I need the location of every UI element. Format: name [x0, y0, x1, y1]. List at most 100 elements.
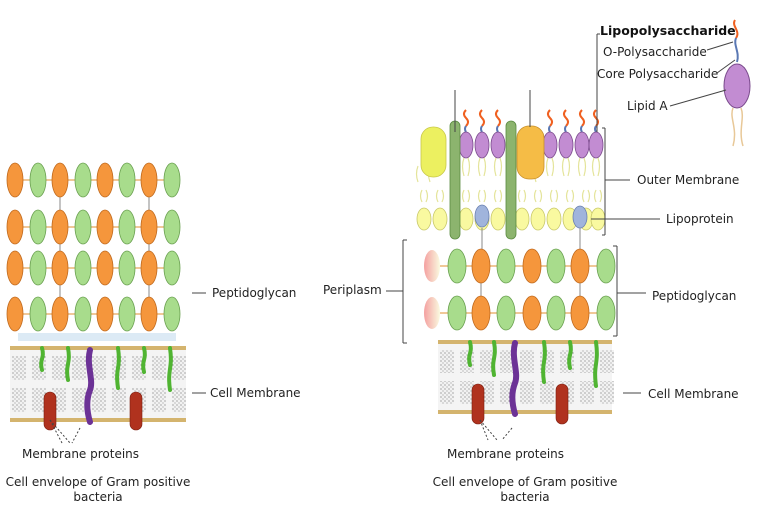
- right-membrane-proteins-label: Membrane proteins: [447, 447, 564, 461]
- left-membrane-bilayer: [10, 346, 186, 422]
- lipid-tail-block: [32, 388, 46, 412]
- nam-sugar: [6, 296, 24, 332]
- inner-leaflet-tail: [461, 189, 471, 203]
- inner-leaflet-head: [458, 207, 474, 231]
- nag-sugar: [74, 250, 92, 286]
- nam-sugar: [6, 250, 24, 286]
- nag-sugar: [596, 295, 616, 331]
- inner-leaflet-head: [530, 207, 546, 231]
- lps-callout-core-chain: [734, 37, 739, 63]
- lps-callout-lipid-a: [723, 63, 751, 109]
- lipid-tail-block: [12, 356, 26, 380]
- inner-leaflet-tail: [477, 189, 487, 203]
- left-panel: Peptidoglycan Cell Membrane Membrane pro…: [6, 162, 301, 504]
- inner-leaflet-tail: [419, 189, 429, 203]
- inner-leaflet-tail: [493, 189, 503, 203]
- lipid-tail-block: [172, 388, 186, 412]
- red-membrane-protein: [555, 383, 569, 425]
- nag-sugar: [496, 295, 516, 331]
- lipid-a-label: Lipid A: [627, 99, 668, 113]
- lps-core-chain: [580, 125, 583, 133]
- nag-sugar: [447, 248, 467, 284]
- nag-sugar: [546, 248, 566, 284]
- left-caption-line1: Cell envelope of Gram positive: [6, 475, 191, 489]
- yellow-membrane-protein: [420, 126, 447, 178]
- green-membrane-protein: [65, 346, 71, 382]
- nam-sugar: [96, 296, 114, 332]
- inner-leaflet-head: [514, 207, 530, 231]
- lipid-tail-block: [580, 381, 594, 404]
- right-membrane-bilayer: [438, 340, 614, 414]
- purple-membrane-protein: [509, 340, 520, 417]
- lps-tail: [591, 157, 601, 177]
- left-cell-membrane: [10, 346, 186, 431]
- nam-sugar: [6, 162, 24, 198]
- right-cell-membrane: [438, 340, 614, 425]
- nam-sugar: [471, 248, 491, 284]
- lipid-tail-block: [172, 356, 186, 380]
- periplasmic-protein: [424, 297, 440, 329]
- nam-sugar: [140, 209, 158, 245]
- core-polysaccharide-label: Core Polysaccharide: [597, 67, 718, 81]
- nag-sugar: [163, 209, 181, 245]
- inner-leaflet-head: [416, 207, 432, 231]
- right-caption-line1: Cell envelope of Gram positive: [433, 475, 618, 489]
- membrane-bottom-edge: [10, 418, 186, 422]
- lps-callout-tail-1: [731, 107, 736, 147]
- lps-callout-o-chain: [733, 19, 739, 39]
- lipoprotein: [572, 205, 588, 229]
- lps-o-chain: [547, 109, 553, 127]
- lps-tail: [577, 157, 587, 177]
- nam-sugar: [140, 296, 158, 332]
- lipid-tail-block: [480, 350, 494, 373]
- lps-tail: [493, 157, 503, 177]
- lps-core-chain: [464, 125, 467, 133]
- nag-sugar: [29, 250, 47, 286]
- membrane-top-edge: [10, 346, 186, 350]
- lps-core-chain: [496, 125, 499, 133]
- nag-sugar: [163, 250, 181, 286]
- lps-core-chain: [564, 125, 567, 133]
- lps-core-chain: [548, 125, 551, 133]
- left-peptidoglycan-base: [18, 333, 176, 341]
- nag-sugar: [496, 248, 516, 284]
- inner-leaflet-tail: [565, 189, 575, 203]
- inner-leaflet-tail: [581, 189, 591, 203]
- lipoprotein-label: Lipoprotein: [666, 212, 734, 226]
- lipoprotein: [474, 204, 490, 228]
- nam-sugar: [51, 209, 69, 245]
- lipid-tail-block: [152, 388, 166, 412]
- lps-lipid-a: [558, 131, 574, 159]
- red-membrane-protein: [129, 391, 143, 431]
- nam-sugar: [471, 295, 491, 331]
- nam-sugar: [96, 209, 114, 245]
- porin: [449, 120, 461, 240]
- green-membrane-protein: [491, 340, 497, 377]
- lipid-tail-block: [152, 356, 166, 380]
- lipid-tail-block: [92, 356, 106, 380]
- lipid-tail-block: [600, 350, 614, 373]
- nag-sugar: [74, 209, 92, 245]
- right-panel: Lipopolysaccharide O-Polysaccharide Core…: [323, 19, 751, 504]
- nag-sugar: [118, 250, 136, 286]
- lipid-tail-block: [520, 381, 534, 404]
- lps-o-chain: [463, 109, 469, 127]
- orange-membrane-protein: [516, 125, 545, 180]
- inner-leaflet-tail: [517, 189, 527, 203]
- lipid-tail-block: [112, 388, 126, 412]
- red-membrane-protein: [43, 391, 57, 431]
- lps-lipid-a: [458, 131, 474, 159]
- nag-sugar: [118, 296, 136, 332]
- nag-sugar: [29, 209, 47, 245]
- membrane-top-edge: [438, 340, 612, 344]
- lipid-tail-block: [52, 356, 66, 380]
- o-polysaccharide-label: O-Polysaccharide: [603, 45, 707, 59]
- nam-sugar: [570, 295, 590, 331]
- inner-leaflet-head: [490, 207, 506, 231]
- nag-sugar: [29, 162, 47, 198]
- inner-leaflet-tail: [549, 189, 559, 203]
- lps-tail: [545, 157, 555, 177]
- nam-sugar: [522, 295, 542, 331]
- left-peptidoglycan-label: Peptidoglycan: [212, 286, 296, 300]
- lps-o-chain: [593, 109, 599, 127]
